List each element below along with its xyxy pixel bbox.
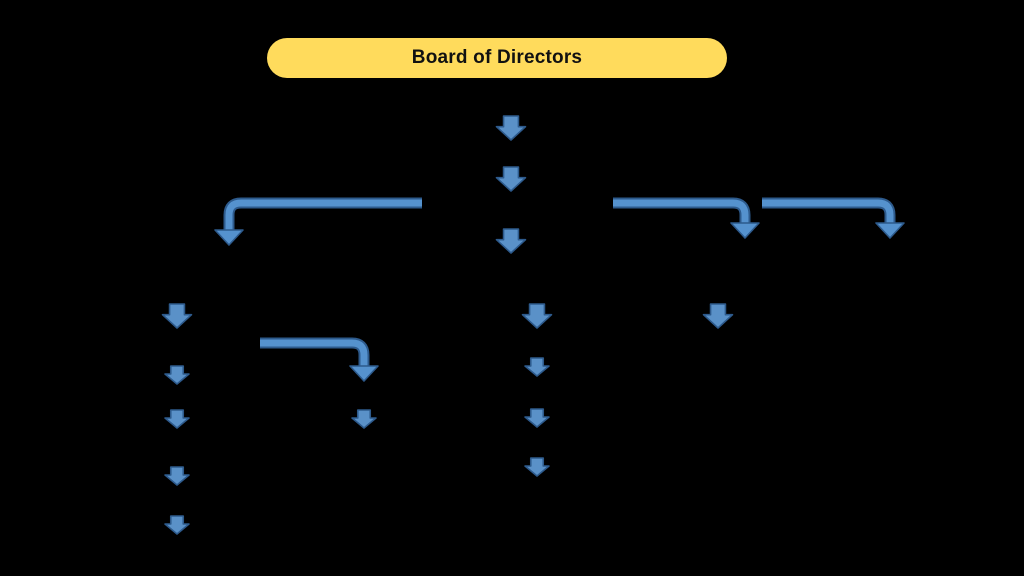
center-col-arrow-3-down-arrow-icon <box>524 408 550 428</box>
right-branch-connector-1-arrowhead-icon <box>730 222 760 239</box>
left-branch-connector-arrowhead-icon <box>214 229 244 246</box>
center-col-arrow-4-down-arrow-icon <box>524 457 550 477</box>
center-top-arrow-1-down-arrow-icon <box>495 115 527 141</box>
right-col-arrow-1-down-arrow-icon <box>702 303 734 329</box>
right-branch-connector-2-arrowhead-icon <box>875 222 905 239</box>
left-branch-connector-outline <box>223 197 422 230</box>
left-col-arrow-1-down-arrow-icon <box>161 303 193 329</box>
center-top-arrow-2-down-arrow-icon <box>495 166 527 192</box>
center-top-arrow-3-down-arrow-icon <box>495 228 527 254</box>
left-col-arrow-5-down-arrow-icon <box>164 515 190 535</box>
mid-branch-connector-pipe <box>260 339 368 366</box>
second-col-arrow-1-down-arrow-icon <box>351 409 377 429</box>
right-branch-connector-2-pipe <box>762 199 894 223</box>
left-col-arrow-2-down-arrow-icon <box>164 365 190 385</box>
left-col-arrow-3-down-arrow-icon <box>164 409 190 429</box>
center-col-arrow-2-down-arrow-icon <box>524 357 550 377</box>
mid-branch-connector-arrowhead-icon <box>349 365 379 382</box>
right-branch-connector-1-pipe <box>613 199 749 223</box>
board-of-directors-node: Board of Directors <box>267 38 727 78</box>
left-col-arrow-4-down-arrow-icon <box>164 466 190 486</box>
center-col-arrow-1-down-arrow-icon <box>521 303 553 329</box>
board-of-directors-label: Board of Directors <box>411 47 583 68</box>
left-branch-connector-pipe <box>225 199 422 230</box>
